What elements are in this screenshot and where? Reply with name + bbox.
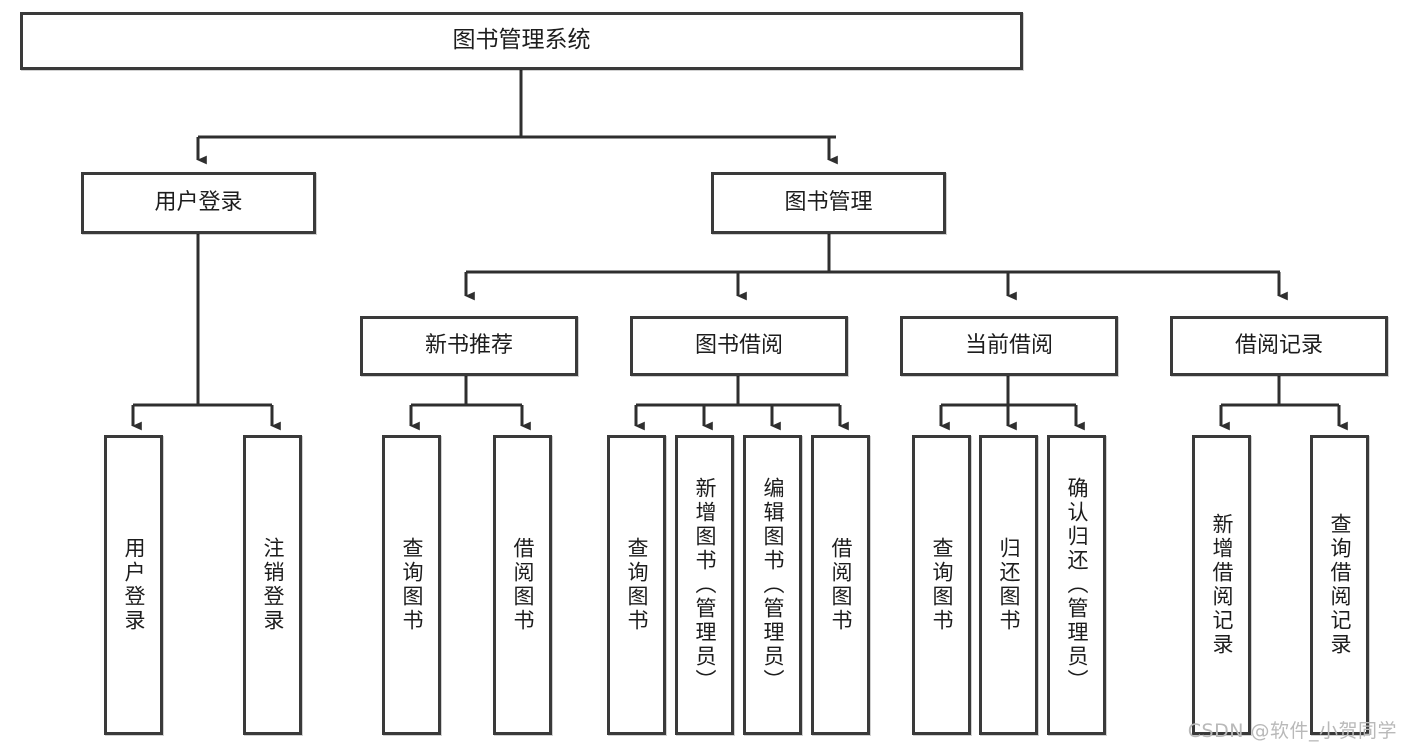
node-label: 新书推荐: [424, 333, 513, 359]
node-label: 当前借阅: [964, 333, 1053, 359]
leaf-query-book-recommendation[interactable]: 查询图书: [382, 435, 441, 735]
leaf-user-login[interactable]: 用户登录: [104, 435, 163, 735]
node-label: 编辑图书（管理员）: [761, 477, 785, 693]
node-label: 确认归还（管理员）: [1065, 477, 1089, 693]
leaf-return-book[interactable]: 归还图书: [979, 435, 1038, 735]
node-label: 图书管理: [784, 190, 873, 216]
node-new-book-recommendation[interactable]: 新书推荐: [360, 316, 578, 376]
node-label: 用户登录: [122, 537, 146, 633]
watermark-text: CSDN @软件_小贺同学: [1187, 720, 1397, 742]
node-label: 借阅图书: [829, 537, 853, 633]
leaf-borrow-book[interactable]: 借阅图书: [811, 435, 870, 735]
leaf-confirm-return-admin[interactable]: 确认归还（管理员）: [1047, 435, 1106, 735]
node-book-borrow[interactable]: 图书借阅: [630, 316, 848, 376]
node-user-login[interactable]: 用户登录: [81, 172, 316, 234]
node-current-borrow[interactable]: 当前借阅: [900, 316, 1118, 376]
node-borrow-records[interactable]: 借阅记录: [1170, 316, 1388, 376]
node-label: 借阅图书: [511, 537, 535, 633]
node-label: 图书借阅: [694, 333, 783, 359]
node-root-book-management-system[interactable]: 图书管理系统: [20, 12, 1023, 70]
node-label: 查询图书: [625, 537, 649, 633]
leaf-query-book-borrow[interactable]: 查询图书: [607, 435, 666, 735]
leaf-add-borrow-record[interactable]: 新增借阅记录: [1192, 435, 1251, 735]
leaf-add-book-admin[interactable]: 新增图书（管理员）: [675, 435, 734, 735]
leaf-logout[interactable]: 注销登录: [243, 435, 302, 735]
node-book-management[interactable]: 图书管理: [711, 172, 946, 234]
node-label: 用户登录: [154, 190, 243, 216]
node-label: 查询图书: [400, 537, 424, 633]
leaf-query-book-current[interactable]: 查询图书: [912, 435, 971, 735]
node-label: 查询借阅记录: [1328, 513, 1352, 657]
leaf-query-borrow-record[interactable]: 查询借阅记录: [1310, 435, 1369, 735]
leaf-borrow-book-recommendation[interactable]: 借阅图书: [493, 435, 552, 735]
node-label: 注销登录: [261, 537, 285, 633]
node-label: 新增借阅记录: [1210, 513, 1234, 657]
node-label: 图书管理系统: [452, 27, 591, 54]
leaf-edit-book-admin[interactable]: 编辑图书（管理员）: [743, 435, 802, 735]
node-label: 借阅记录: [1234, 333, 1323, 359]
node-label: 查询图书: [930, 537, 954, 633]
node-label: 新增图书（管理员）: [693, 477, 717, 693]
node-label: 归还图书: [997, 537, 1021, 633]
